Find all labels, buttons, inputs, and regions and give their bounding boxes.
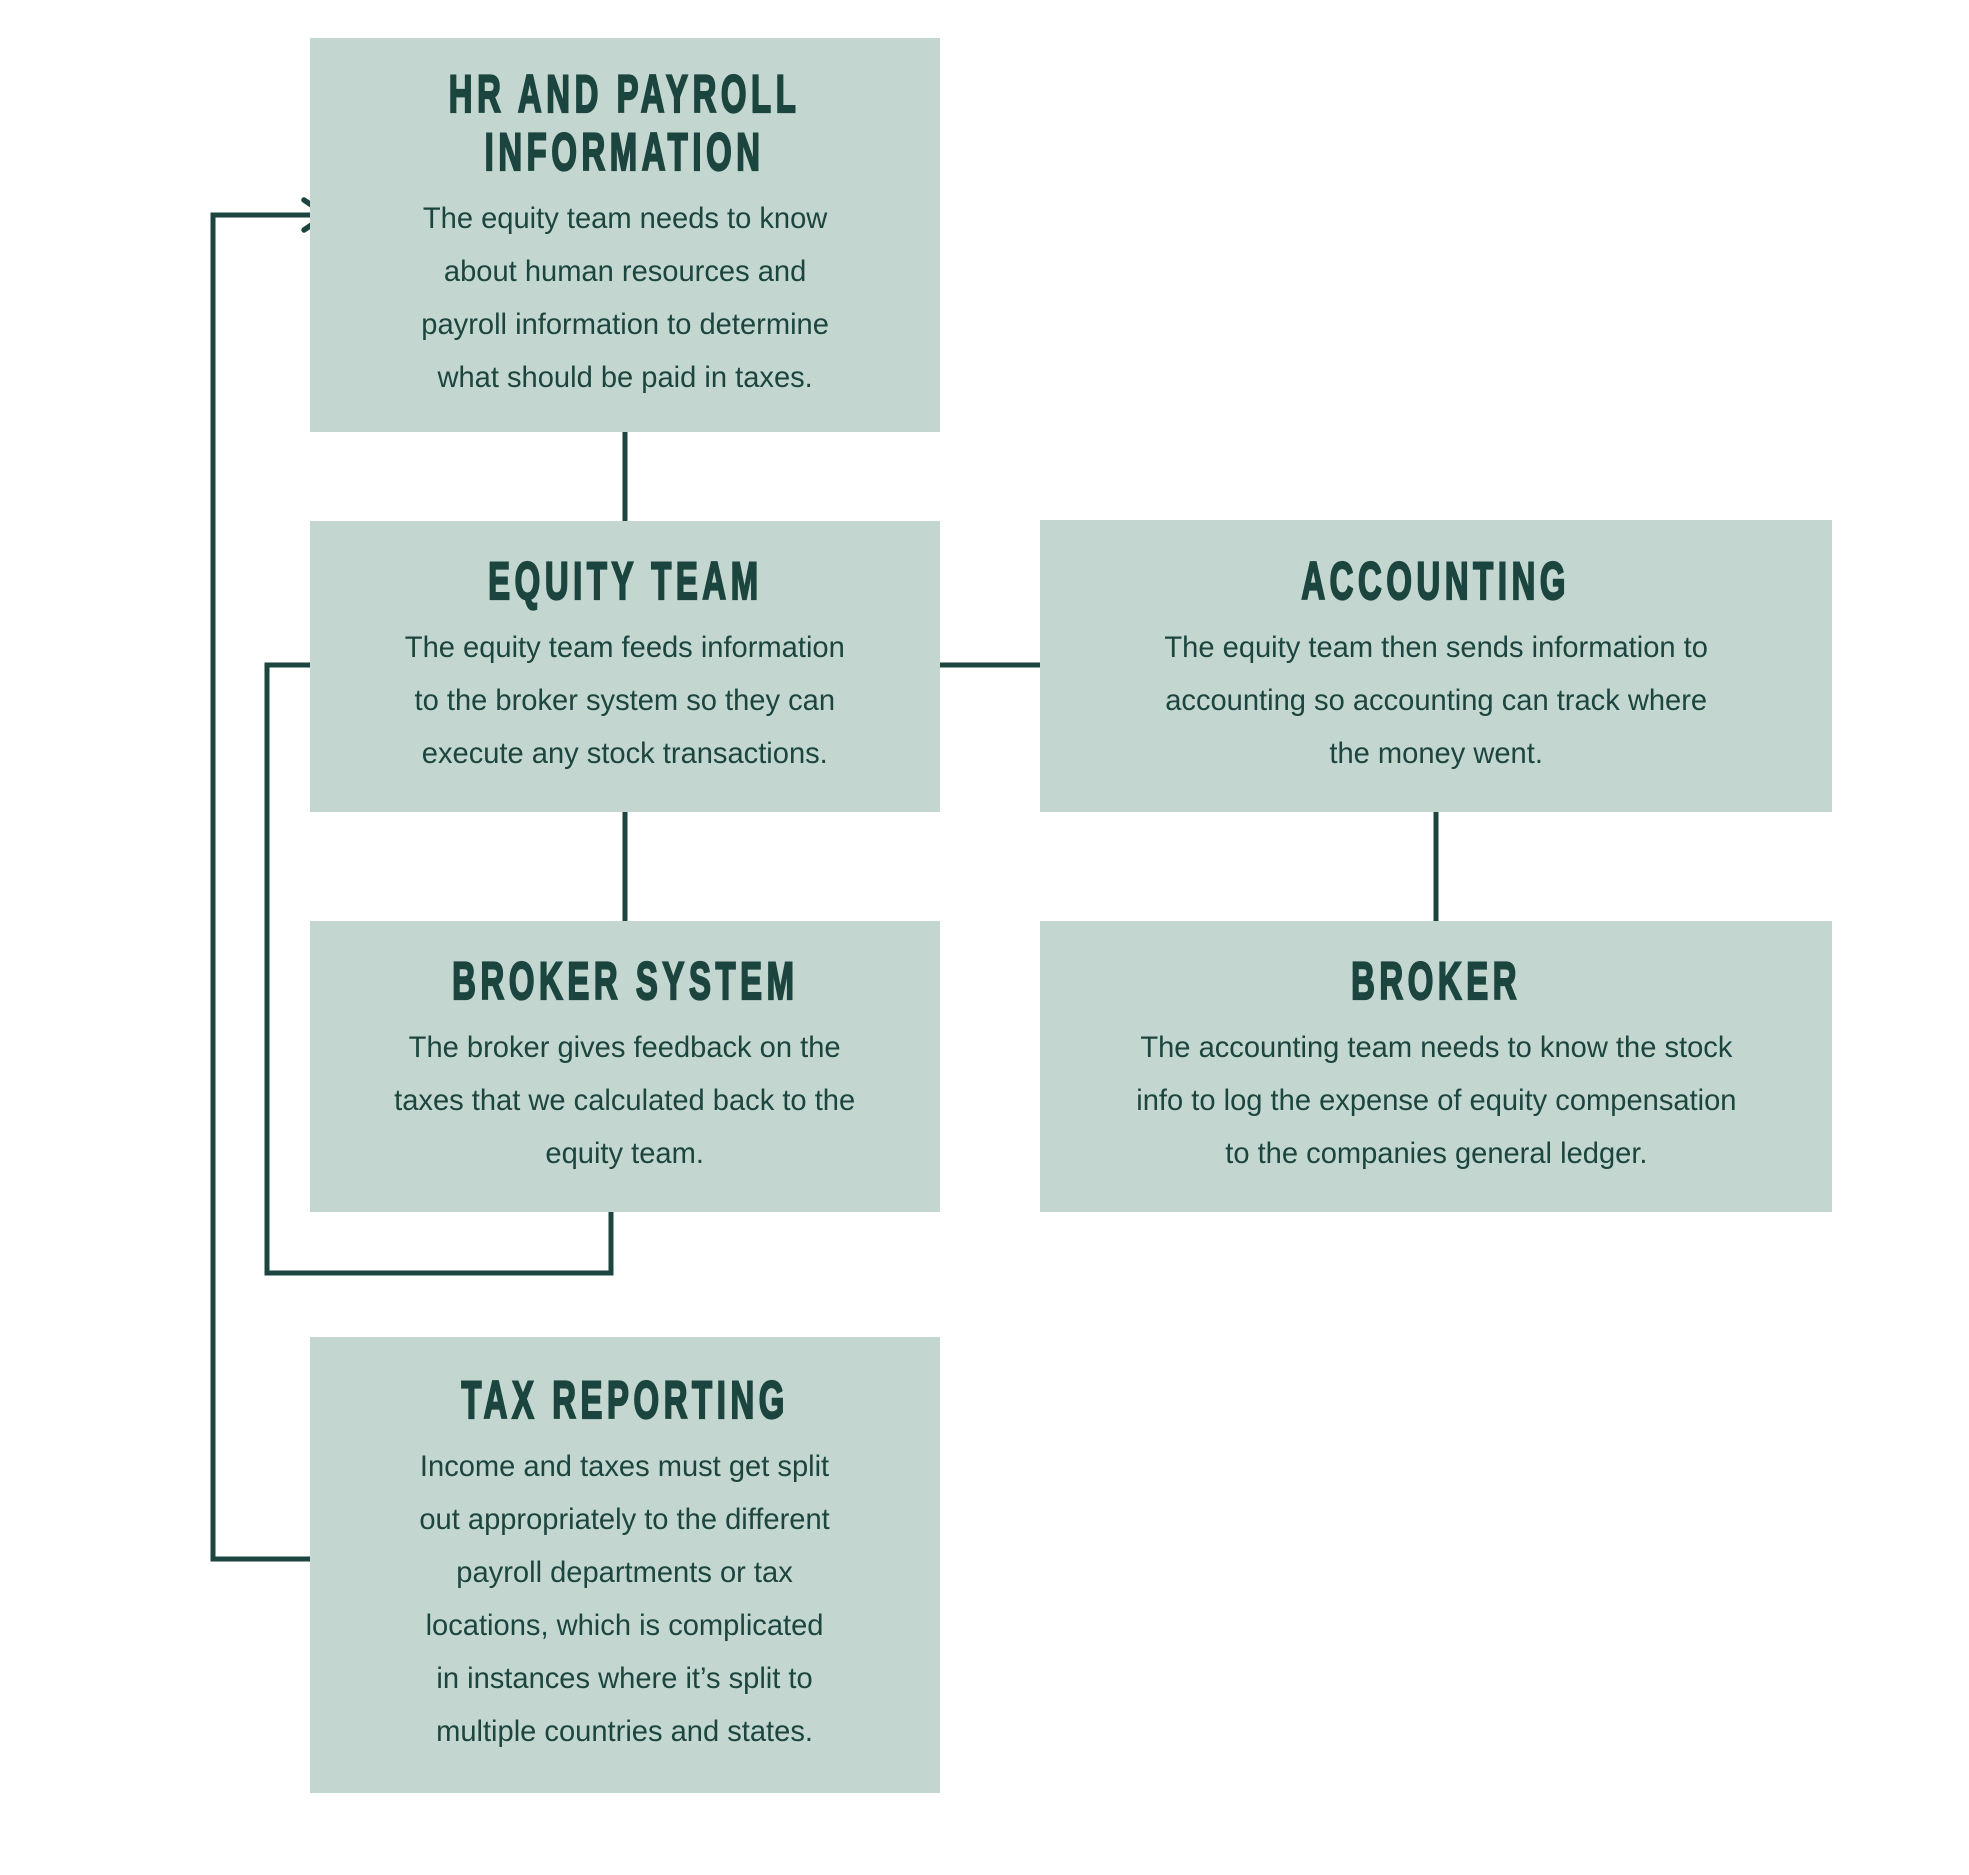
node-title-broker: BROKER [1350, 951, 1521, 1011]
node-body-tax-reporting: Income and taxes must get split out appr… [419, 1450, 831, 1748]
node-title-accounting: ACCOUNTING [1301, 551, 1571, 611]
node-body-hr-payroll: The equity team needs to know about huma… [421, 202, 829, 394]
node-body-broker-system: The broker gives feedback on the taxes t… [394, 1031, 856, 1170]
node-title-hr-payroll: HR AND PAYROLL INFORMATION [448, 64, 801, 182]
node-accounting: ACCOUNTING The equity team then sends in… [1040, 520, 1832, 812]
node-tax-reporting: TAX REPORTING Income and taxes must get … [310, 1337, 940, 1793]
node-title-broker-system: BROKER SYSTEM [451, 951, 799, 1011]
node-title-equity-team: EQUITY TEAM [487, 551, 763, 611]
node-broker: BROKER The accounting team needs to know… [1040, 921, 1832, 1212]
node-body-accounting: The equity team then sends information t… [1164, 630, 1708, 770]
node-hr-payroll: HR AND PAYROLL INFORMATION The equity te… [310, 38, 940, 432]
node-title-tax-reporting: TAX REPORTING [461, 1370, 789, 1430]
node-body-broker: The accounting team needs to know the st… [1135, 1031, 1737, 1170]
node-equity-team: EQUITY TEAM The equity team feeds inform… [310, 521, 940, 812]
node-body-equity-team: The equity team feeds information to the… [405, 631, 845, 770]
node-broker-system: BROKER SYSTEM The broker gives feedback … [310, 921, 940, 1212]
